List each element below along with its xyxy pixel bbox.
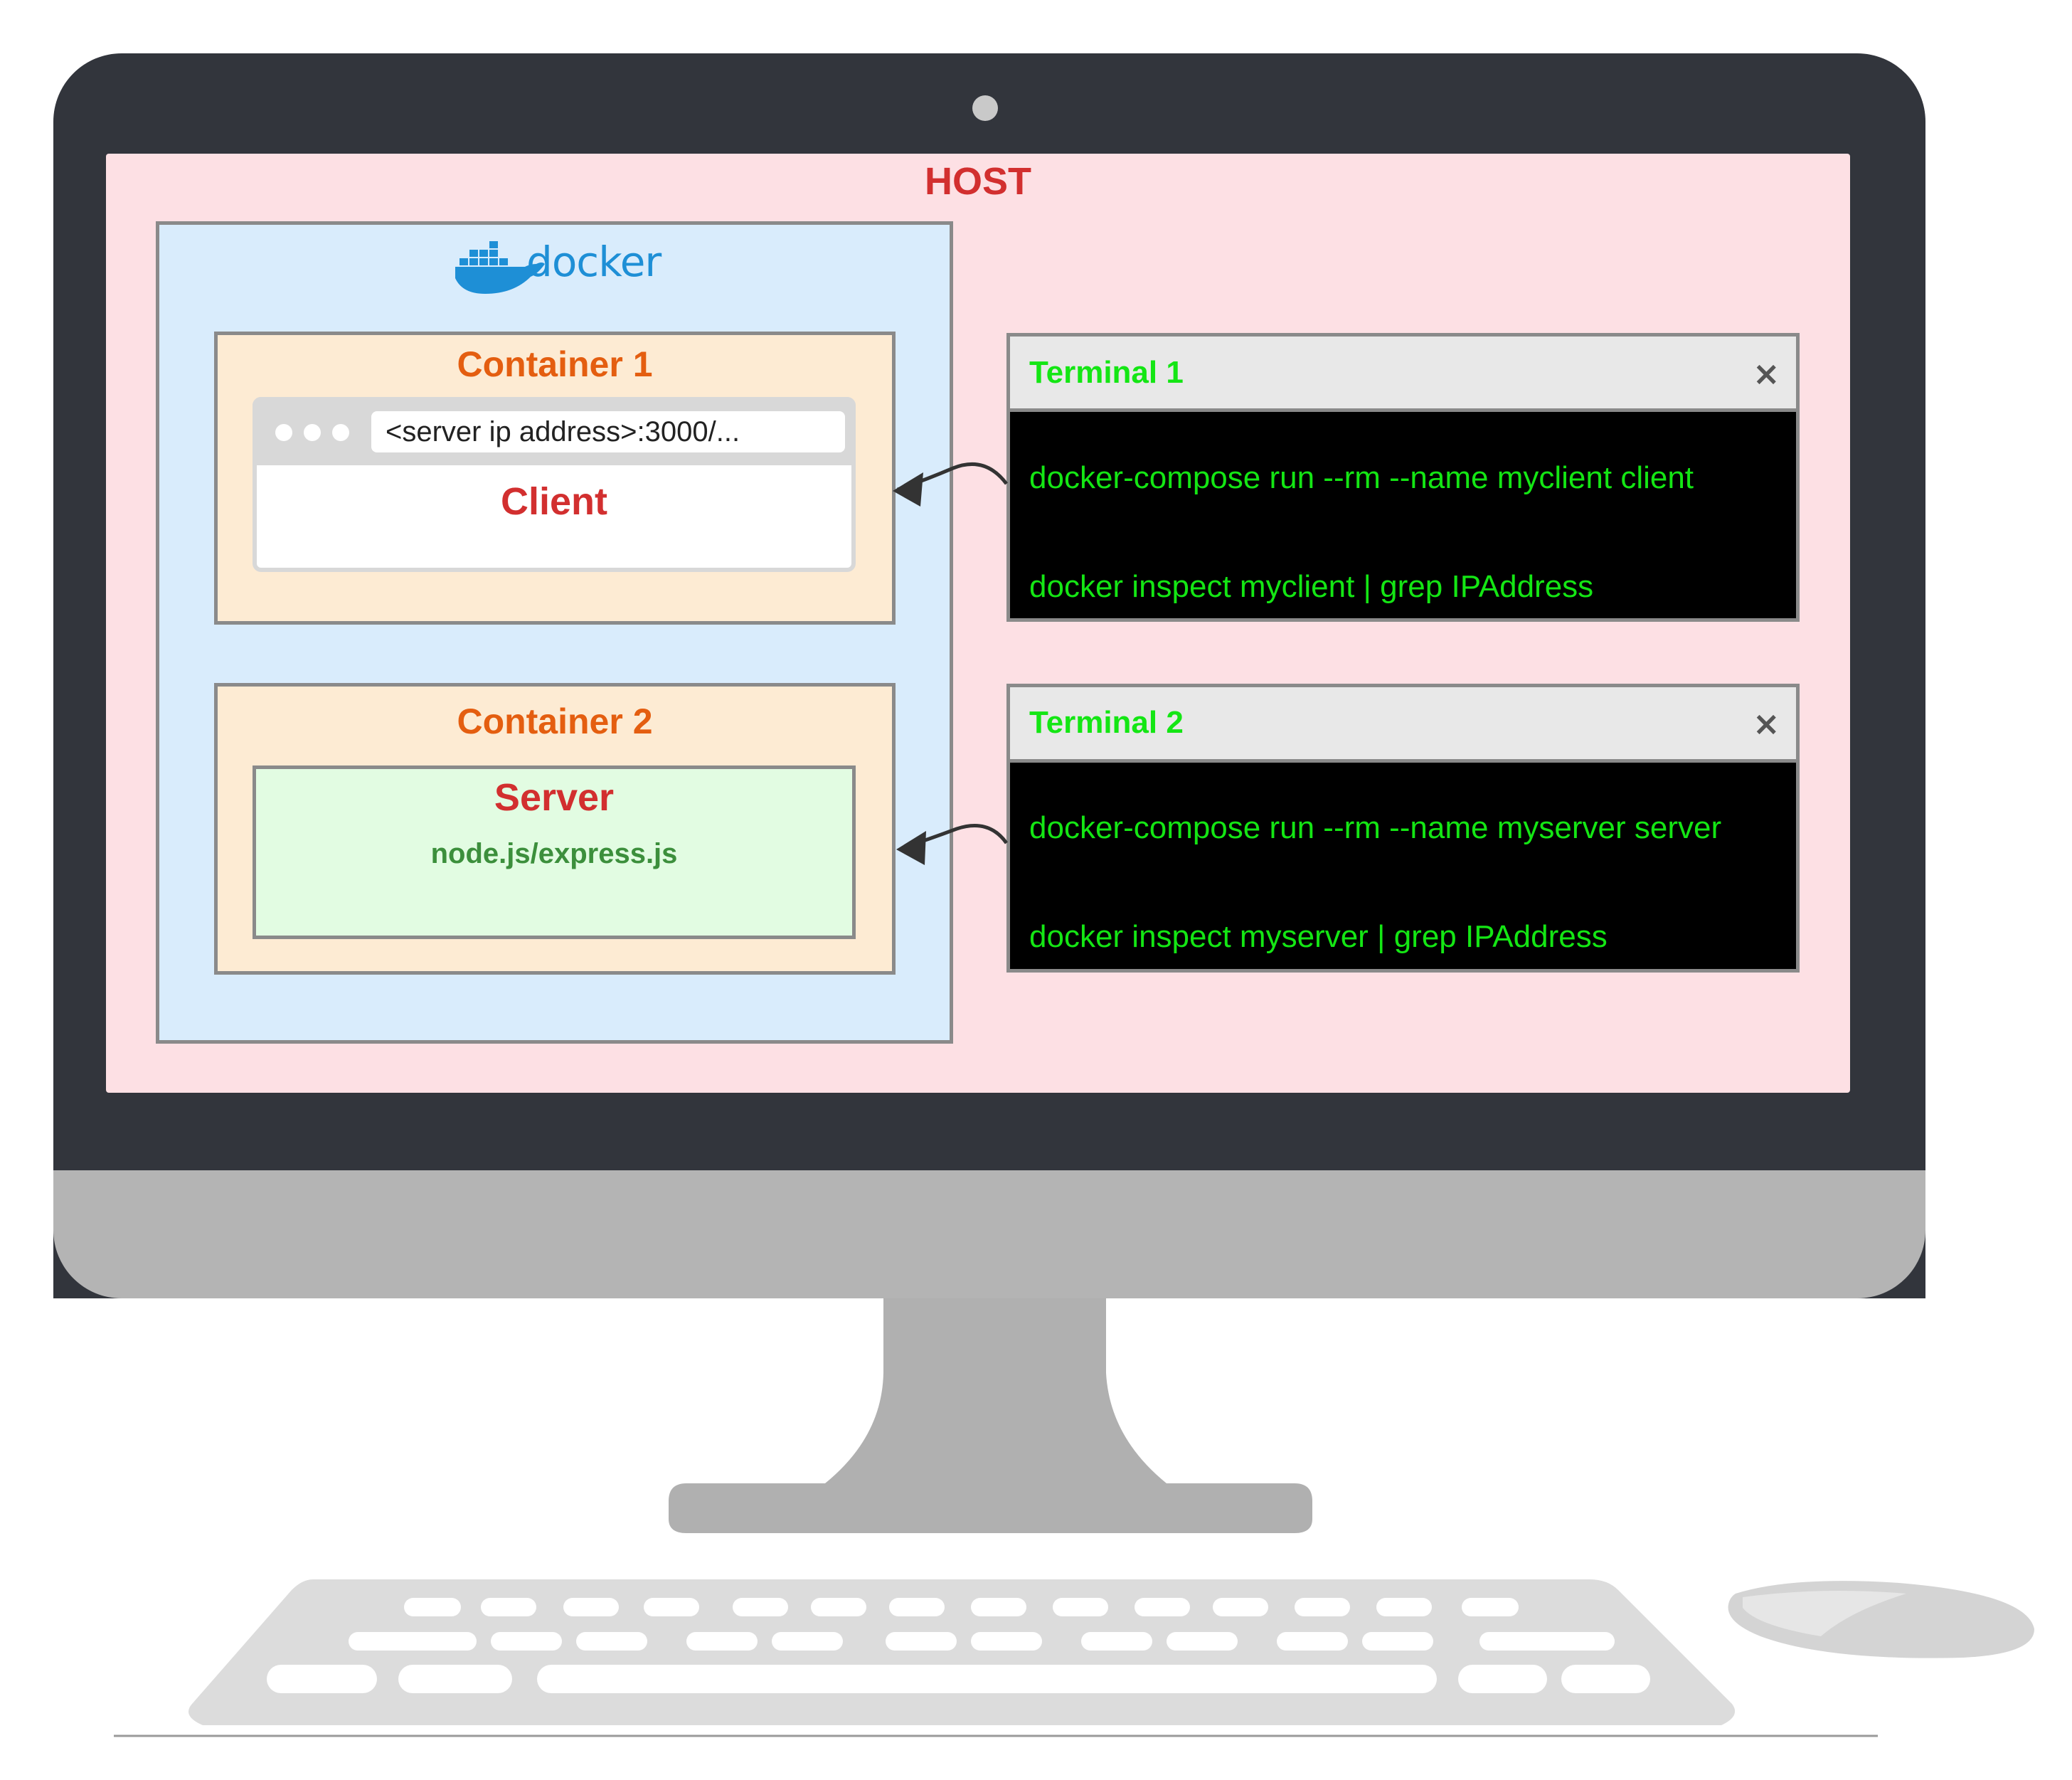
container-1-title: Container 1	[457, 344, 653, 384]
terminal-2-command: docker-compose run --rm --name myserver …	[1029, 810, 1722, 845]
server-tech-label: node.js/express.js	[430, 838, 678, 869]
monitor-chin	[53, 1170, 1925, 1298]
terminal-1-command: docker inspect myclient | grep IPAddress	[1029, 569, 1594, 604]
close-icon[interactable]: ×	[1753, 704, 1780, 743]
docker-wordmark: docker	[526, 238, 662, 286]
mouse	[1728, 1581, 2034, 1658]
client-label: Client	[500, 480, 607, 523]
close-icon[interactable]: ×	[1753, 354, 1780, 393]
terminal-1-title: Terminal 1	[1029, 355, 1184, 390]
monitor-stand	[669, 1298, 1312, 1533]
address-bar[interactable]: <server ip address>:3000/...	[371, 411, 845, 452]
docker-whale-icon	[455, 241, 545, 294]
terminal-1-command: docker-compose run --rm --name myclient …	[1029, 460, 1694, 495]
terminal-1-titlebar	[1010, 337, 1796, 412]
host-title: HOST	[924, 160, 1031, 203]
server-box	[253, 765, 856, 939]
window-control-dot[interactable]	[275, 424, 292, 441]
keyboard	[188, 1579, 1736, 1725]
terminal-2-titlebar	[1010, 687, 1796, 763]
keyboard-keys	[267, 1598, 1650, 1693]
server-label: Server	[494, 776, 615, 819]
window-control-dot[interactable]	[332, 424, 349, 441]
terminal-2-title: Terminal 2	[1029, 705, 1184, 740]
window-control-dot[interactable]	[304, 424, 321, 441]
terminal-2-command: docker inspect myserver | grep IPAddress	[1029, 919, 1608, 954]
webcam-icon	[972, 95, 998, 121]
container-2-title: Container 2	[457, 701, 653, 741]
